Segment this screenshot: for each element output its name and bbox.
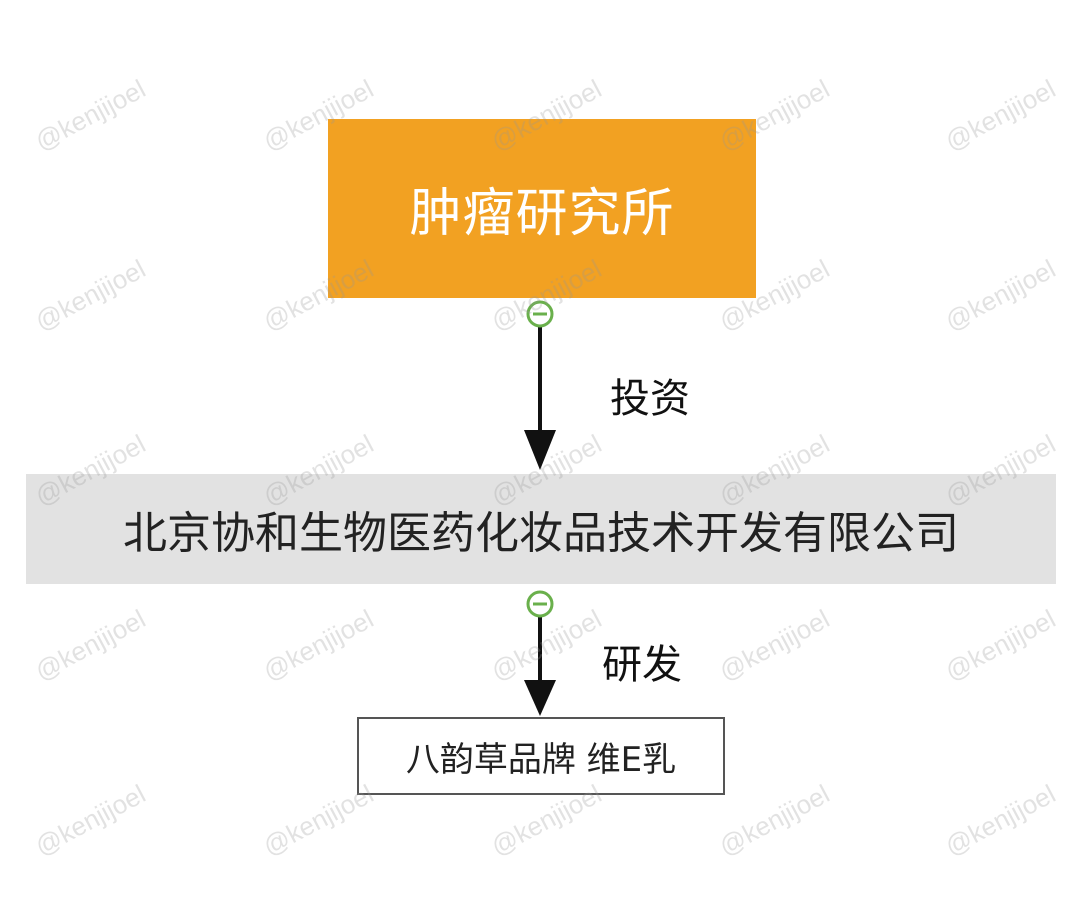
node-product[interactable]: 八韵草品牌 维E乳: [357, 717, 725, 795]
node-tumor-institute[interactable]: 肿瘤研究所: [328, 119, 756, 298]
edge-label-invest: 投资: [610, 376, 690, 422]
collapse-toggle-middle[interactable]: [526, 590, 554, 618]
arrowhead-develop: [524, 680, 556, 716]
node-label: 肿瘤研究所: [409, 184, 675, 244]
node-label: 八韵草品牌 维E乳: [405, 739, 677, 780]
arrowhead-invest: [524, 430, 556, 470]
edge-develop: [524, 616, 556, 716]
node-label: 北京协和生物医药化妆品技术开发有限公司: [123, 508, 959, 559]
edge-label-develop: 研发: [602, 642, 682, 688]
node-company[interactable]: 北京协和生物医药化妆品技术开发有限公司: [26, 474, 1056, 584]
edge-invest: [524, 326, 556, 470]
collapse-toggle-top[interactable]: [526, 300, 554, 328]
